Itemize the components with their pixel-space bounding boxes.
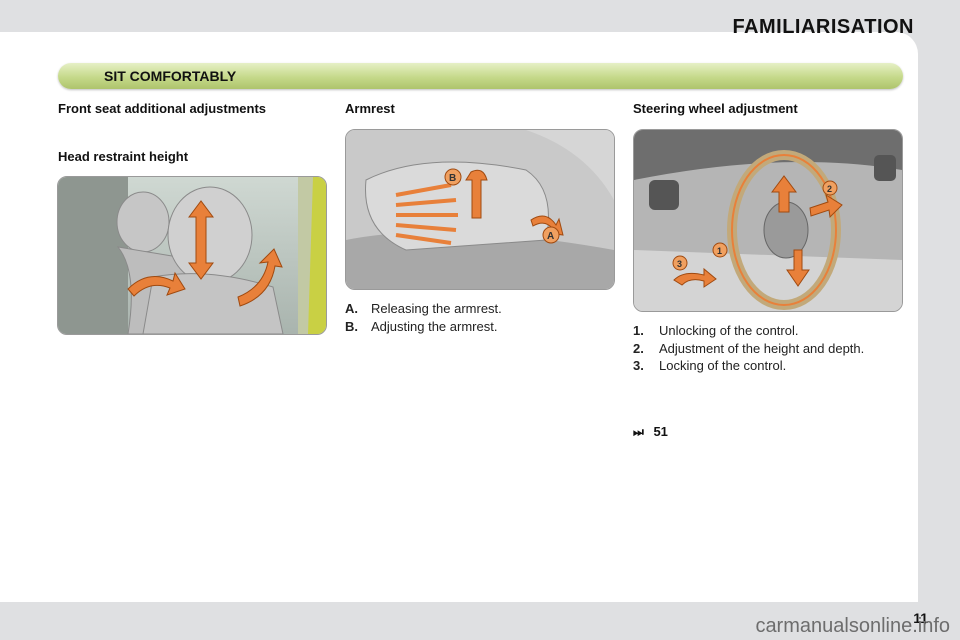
section-title: SIT COMFORTABLY	[104, 68, 237, 84]
forward-arrows-icon: ⏭	[633, 425, 644, 439]
item-key: 2.	[633, 340, 644, 356]
svg-text:B: B	[449, 173, 456, 184]
head-restraint-heading: Head restraint height	[58, 149, 189, 164]
steering-list: 1. Unlocking of the control. 2. Adjustment…	[633, 322, 864, 375]
front-seat-heading: Front seat additional adjustments	[58, 101, 267, 116]
svg-text:1: 1	[717, 246, 722, 256]
item-text: Unlocking of the control.	[659, 323, 799, 338]
item-text: Adjustment of the height and depth.	[659, 340, 865, 356]
reference-page-number: 51	[653, 424, 668, 439]
svg-text:A: A	[547, 231, 554, 242]
list-item: A. Releasing the armrest.	[345, 300, 502, 318]
list-item: B. Adjusting the armrest.	[345, 318, 502, 336]
svg-text:3: 3	[677, 259, 682, 269]
armrest-heading: Armrest	[345, 101, 395, 116]
item-text: Adjusting the armrest.	[371, 318, 498, 334]
item-text: Releasing the armrest.	[371, 301, 502, 316]
page-title: FAMILIARISATION	[732, 16, 914, 38]
steering-wheel-illustration: 1 2 3	[633, 129, 903, 312]
svg-text:2: 2	[827, 184, 832, 194]
list-item: 1. Unlocking of the control.	[633, 322, 864, 340]
armrest-illustration: B A	[345, 129, 615, 290]
watermark: carmanualsonline.info	[755, 615, 950, 637]
head-restraint-illustration	[57, 176, 327, 335]
list-item: 3. Locking of the control.	[633, 357, 864, 375]
list-item: 2. Adjustment of the height and depth.	[633, 340, 864, 358]
section-title-bar: SIT COMFORTABLY	[58, 63, 903, 89]
steering-heading: Steering wheel adjustment	[633, 101, 798, 116]
item-key: A.	[345, 301, 358, 316]
page-reference[interactable]: ⏭ 51	[633, 424, 668, 440]
item-key: B.	[345, 318, 358, 334]
page-number: 11	[913, 610, 928, 626]
armrest-list: A. Releasing the armrest. B. Adjusting the…	[345, 300, 502, 335]
item-key: 3.	[633, 358, 644, 373]
item-key: 1.	[633, 323, 644, 338]
item-text: Locking of the control.	[659, 358, 787, 373]
